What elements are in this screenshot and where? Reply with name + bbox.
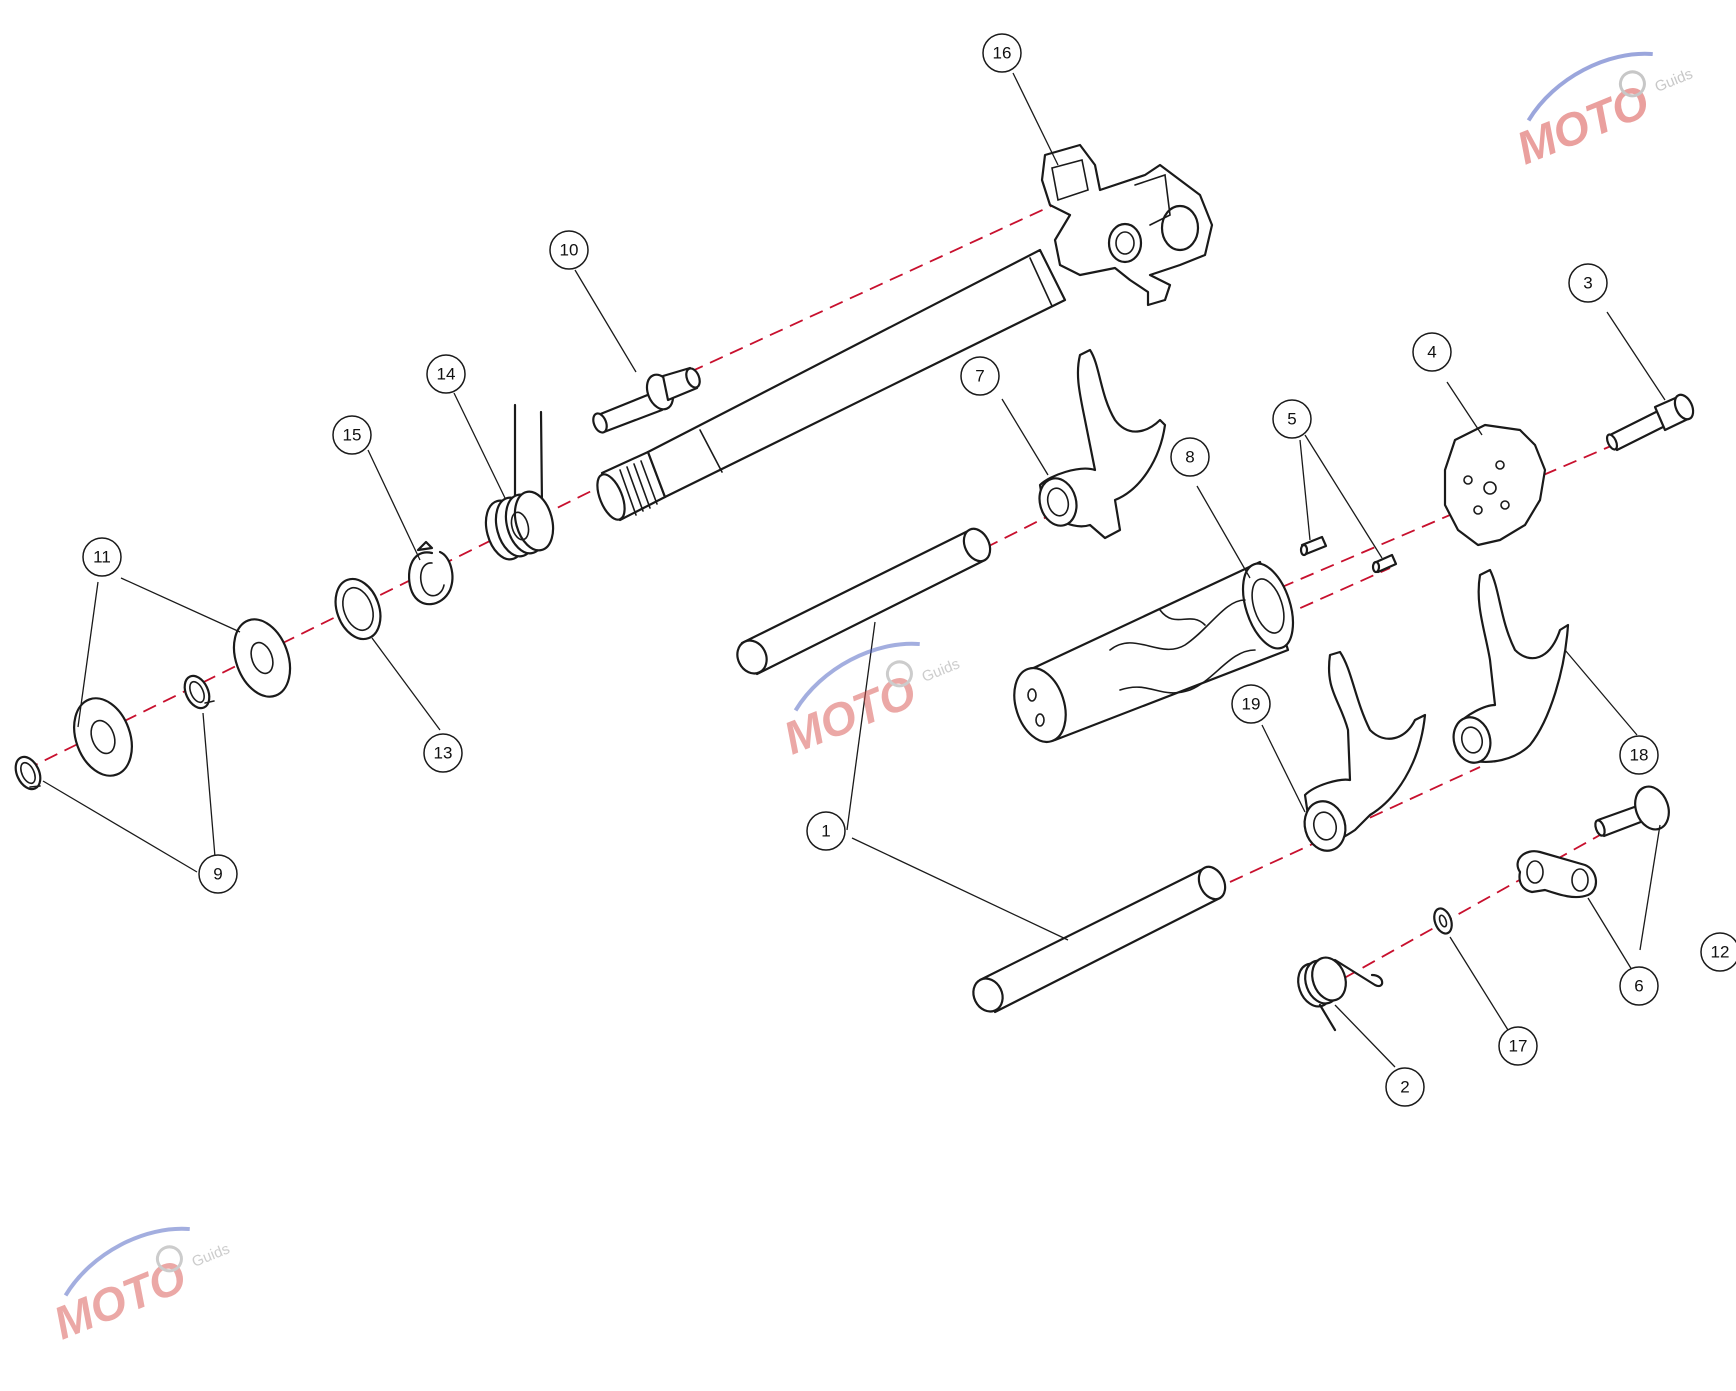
callout-12: 12 [1700,932,1736,972]
return-spring-part-2 [1297,956,1384,1032]
callout-label-6: 6 [1634,977,1643,996]
callout-9: 9 [198,854,238,894]
callout-label-8: 8 [1185,448,1194,467]
callout-14: 14 [426,354,466,394]
callout-label-3: 3 [1583,274,1592,293]
callout-17: 17 [1498,1026,1538,1066]
callout-2: 2 [1385,1067,1425,1107]
callout-11: 11 [82,537,122,577]
dowel-pin-part-5a [1299,535,1328,557]
washer-part-11a [73,697,133,777]
callout-label-18: 18 [1630,746,1649,765]
callout-label-9: 9 [213,865,222,884]
leader-lines [42,72,1666,1068]
segment-plate-part-4 [1443,423,1547,547]
drum-axis [1239,439,1626,606]
callout-label-13: 13 [434,744,453,763]
callout-18: 18 [1619,735,1659,775]
callout-5: 5 [1272,399,1312,439]
gear-icon [885,660,913,688]
washer-part-11b [232,618,292,698]
callout-label-12: 12 [1711,943,1730,962]
torsion-spring-part-14 [484,403,555,561]
stopper-lever-part-6 [1516,850,1597,899]
callout-15: 15 [332,415,372,455]
callout-6: 6 [1619,966,1659,1006]
watermark-sub: Guids [189,1240,232,1270]
callout-label-4: 4 [1427,343,1436,362]
callout-label-19: 19 [1242,695,1261,714]
callout-label-7: 7 [975,367,984,386]
circlip-part-9b [183,674,215,710]
shift-fork-part-18 [1452,568,1570,764]
watermark-brand: MOTO [1509,75,1656,175]
callout-8: 8 [1170,437,1210,477]
callout-16: 16 [982,33,1022,73]
callout-label-16: 16 [993,44,1012,63]
callout-10: 10 [549,230,589,270]
fork-shaft-part-1b [972,865,1227,1014]
callout-1: 1 [806,811,846,851]
watermark-brand: MOTO [46,1250,193,1350]
shift-shaft-part-16 [596,143,1214,522]
callout-19: 19 [1231,684,1271,724]
callout-label-1: 1 [821,822,830,841]
gear-icon [155,1245,183,1273]
callout-label-5: 5 [1287,410,1296,429]
callout-13: 13 [423,733,463,773]
pin-axis [689,194,1076,373]
callout-label-10: 10 [560,241,579,260]
callout-label-15: 15 [343,426,362,445]
dowel-pin-part-5b [1371,553,1398,574]
stopper-bolt-part-12 [1594,785,1670,838]
callout-4: 4 [1412,332,1452,372]
callout-label-11: 11 [93,548,111,567]
circlip-part-9a [14,755,42,791]
gear-icon [1618,70,1646,98]
callout-label-2: 2 [1400,1078,1409,1097]
watermark-brand: MOTO [776,665,923,765]
pivot-bolt-part-10 [592,366,701,434]
watermark-sub: Guids [1652,65,1695,95]
watermark-top-right: MOTO Guids [1509,51,1695,175]
washer-part-13 [334,577,382,641]
shift-fork-part-19 [1303,650,1427,852]
fork-shaft-part-1a [736,527,992,676]
callout-label-17: 17 [1509,1037,1528,1056]
watermark-bottom-left: MOTO Guids [46,1226,232,1350]
callout-7: 7 [960,356,1000,396]
shift-drum-part-8 [1013,560,1295,743]
small-washer-part-17 [1433,907,1453,935]
callout-3: 3 [1568,263,1608,303]
circlip-part-15 [408,540,454,606]
assembly-axes [24,194,1626,1001]
callout-label-14: 14 [437,365,456,384]
shift-fork-part-7 [1038,348,1167,540]
watermark-sub: Guids [919,655,962,685]
bolt-part-3 [1605,393,1695,452]
spline-teeth [619,460,658,516]
